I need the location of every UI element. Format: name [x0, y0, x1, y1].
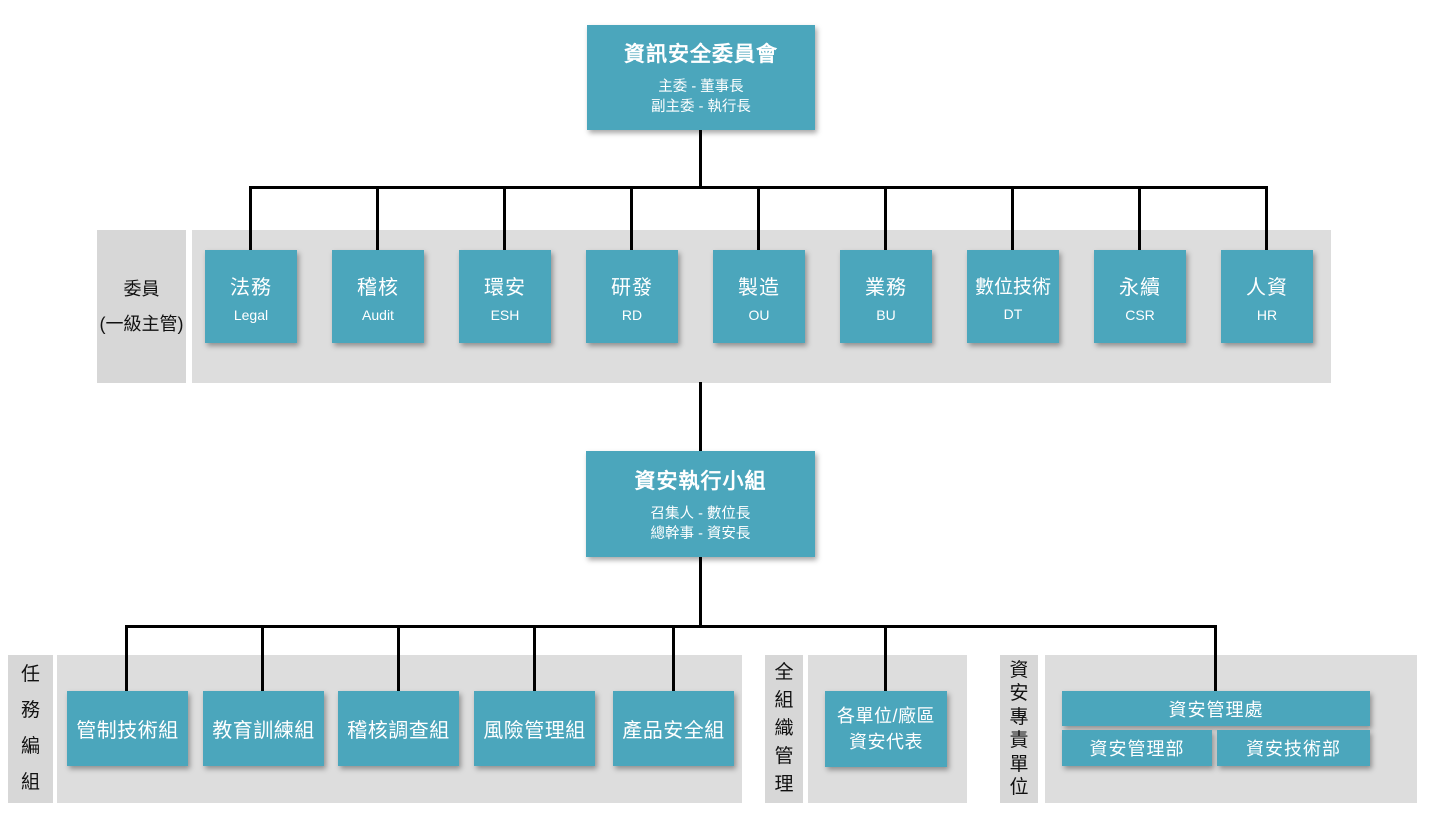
member-zh-label: 人資	[1246, 276, 1288, 299]
dept-label: 資安技術部	[1246, 739, 1341, 759]
member-en-label: BU	[876, 306, 896, 323]
security-management-dept-box: 資安管理部	[1062, 730, 1212, 766]
org-wide-section-label: 全組織管理	[765, 655, 803, 803]
org-wide-label-text: 全組織管理	[774, 662, 794, 795]
member-box-audit: 稽核 Audit	[332, 250, 424, 343]
task-group-label: 管制技術組	[76, 720, 179, 742]
exec-team-title: 資安執行小組	[634, 469, 767, 493]
member-zh-label: 法務	[230, 276, 272, 299]
member-zh-label: 研發	[611, 276, 653, 299]
member-en-label: OU	[748, 306, 770, 323]
task-group-box-control-tech: 管制技術組	[67, 691, 188, 766]
task-group-box-audit-investigation: 稽核調查組	[338, 691, 459, 766]
member-zh-label: 環安	[484, 276, 526, 299]
connector-drop-esh	[503, 186, 506, 251]
connector-drop-group-1	[125, 625, 128, 693]
member-zh-label: 永續	[1119, 276, 1161, 299]
connector-drop-group-4	[533, 625, 536, 693]
info-security-committee-box: 資訊安全委員會 主委 - 董事長 副主委 - 執行長	[587, 25, 815, 130]
member-box-csr: 永續 CSR	[1094, 250, 1186, 343]
member-box-hr: 人資 HR	[1221, 250, 1313, 343]
security-exec-team-box: 資安執行小組 召集人 - 數位長 總幹事 - 資安長	[586, 451, 815, 557]
security-technology-dept-box: 資安技術部	[1217, 730, 1370, 766]
member-en-label: Legal	[233, 306, 269, 323]
member-box-rd: 研發 RD	[586, 250, 678, 343]
connector-drop-dt	[1011, 186, 1014, 251]
member-box-ou: 製造 OU	[713, 250, 805, 343]
task-label-text: 任務編組	[20, 664, 40, 793]
connector-drop-group-3	[397, 625, 400, 693]
member-zh-label: 製造	[738, 276, 780, 299]
committee-title: 資訊安全委員會	[624, 43, 778, 66]
member-en-label: DT	[1003, 305, 1023, 322]
connector-drop-group-5	[672, 625, 675, 693]
unit-security-rep-box: 各單位/廠區 資安代表	[825, 691, 947, 767]
member-en-label: CSR	[1125, 306, 1155, 323]
task-group-label: 稽核調查組	[347, 720, 450, 742]
member-en-label: Audit	[362, 306, 394, 323]
member-en-label: HR	[1256, 306, 1278, 323]
connector-drop-bu	[884, 186, 887, 251]
security-management-division-box: 資安管理處	[1062, 691, 1370, 726]
member-en-label: RD	[621, 306, 643, 323]
connector-top-stem	[699, 130, 702, 188]
member-zh-label: 數位技術	[974, 276, 1051, 298]
task-group-box-risk-management: 風險管理組	[474, 691, 595, 766]
member-en-label: ESH	[490, 306, 520, 323]
connector-drop-csr	[1138, 186, 1141, 251]
task-group-label: 產品安全組	[622, 720, 725, 742]
connector-drop-division	[1214, 625, 1217, 693]
task-group-box-education: 教育訓練組	[203, 691, 324, 766]
division-label: 資安管理處	[1168, 699, 1264, 720]
member-box-bu: 業務 BU	[840, 250, 932, 343]
exec-secretary-line: 總幹事 - 資安長	[650, 525, 751, 542]
connector-drop-rep	[884, 625, 887, 693]
dedicated-section-label: 資安專責單位	[1000, 655, 1038, 803]
dedicated-section-band	[1045, 655, 1417, 803]
members-label-line1: 委員	[123, 279, 160, 300]
task-group-label: 教育訓練組	[212, 720, 315, 742]
dedicated-label-text: 資安專責單位	[1009, 659, 1029, 799]
connector-drop-ou	[757, 186, 760, 251]
committee-vice-chair-line: 副主委 - 執行長	[651, 99, 751, 115]
connector-band-to-exec	[699, 382, 702, 452]
rep-line1: 各單位/廠區	[836, 705, 935, 726]
task-section-label: 任務編組	[8, 655, 53, 803]
member-zh-label: 業務	[865, 276, 907, 299]
connector-drop-legal	[249, 186, 252, 251]
connector-drop-hr	[1265, 186, 1268, 251]
member-box-legal: 法務 Legal	[205, 250, 297, 343]
member-box-esh: 環安 ESH	[459, 250, 551, 343]
connector-drop-group-2	[261, 625, 264, 693]
exec-convener-line: 召集人 - 數位長	[650, 505, 751, 522]
member-box-dt: 數位技術 DT	[967, 250, 1059, 343]
committee-chair-line: 主委 - 董事長	[658, 79, 744, 95]
rep-line2: 資安代表	[849, 732, 923, 752]
dept-label: 資安管理部	[1089, 739, 1185, 759]
task-group-label: 風險管理組	[483, 720, 586, 742]
connector-drop-rd	[630, 186, 633, 251]
member-zh-label: 稽核	[357, 276, 399, 299]
connector-drop-audit	[376, 186, 379, 251]
committee-members-label: 委員 (一級主管)	[97, 230, 186, 383]
connector-exec-stem	[699, 556, 702, 628]
connector-bottom-rail	[125, 625, 1217, 628]
task-group-box-product-security: 產品安全組	[613, 691, 734, 766]
members-label-line2: (一級主管)	[99, 313, 184, 334]
